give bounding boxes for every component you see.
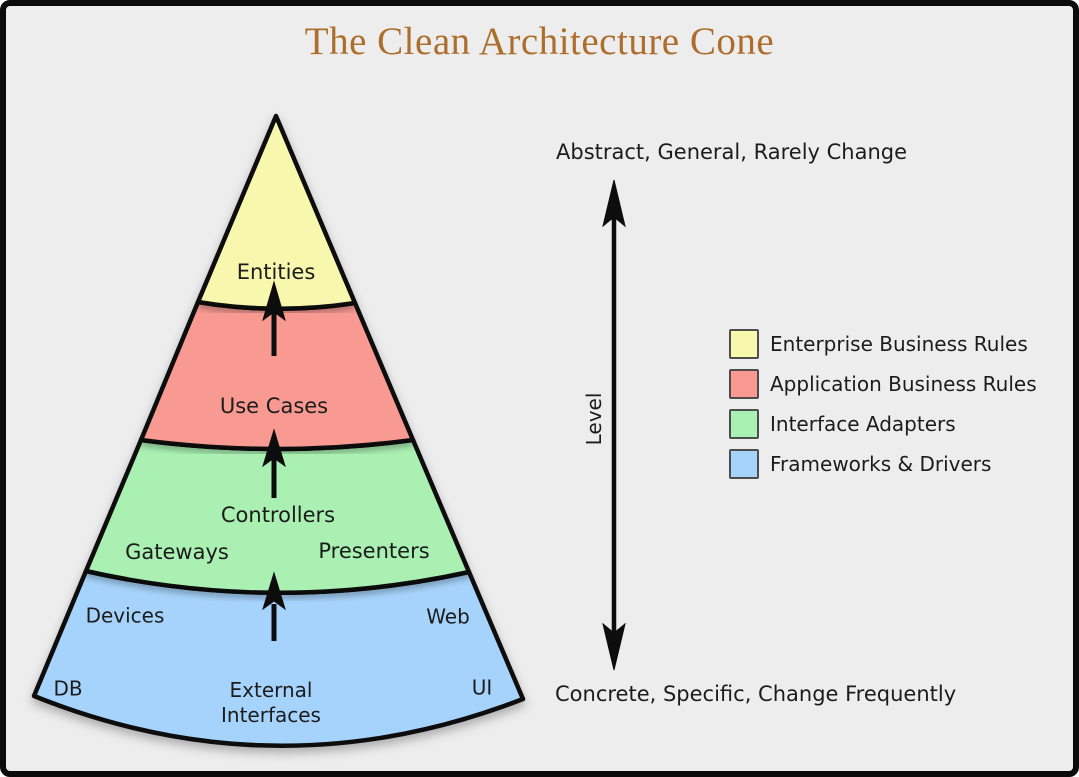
page-title: The Clean Architecture Cone	[304, 20, 775, 63]
axis-caption-abstract: Abstract, General, Rarely Change	[556, 140, 908, 164]
up-arrow-icon-green-to-red	[262, 428, 286, 498]
label-controllers: Controllers	[220, 502, 336, 527]
legend-swatch-yellow	[729, 329, 759, 359]
up-arrow-icon-red-to-yellow	[262, 280, 286, 356]
label-web: Web	[426, 604, 470, 629]
legend-label: Enterprise Business Rules	[770, 332, 1028, 356]
label-ui: UI	[471, 675, 493, 700]
label-presenters: Presenters	[318, 538, 430, 563]
label-external-interfaces: External Interfaces	[221, 678, 321, 727]
legend-label: Interface Adapters	[770, 412, 956, 436]
layer-shape-application-business-rules	[138, 299, 416, 452]
level-axis-double-arrow-icon	[602, 179, 626, 671]
cone-figure	[31, 113, 626, 748]
legend-swatch-red	[729, 369, 759, 399]
legend-label: Application Business Rules	[770, 372, 1037, 396]
legend-item-enterprise-business-rules: Enterprise Business Rules	[729, 329, 1037, 359]
legend: Enterprise Business Rules Application Bu…	[729, 329, 1037, 489]
legend-item-frameworks-drivers: Frameworks & Drivers	[729, 449, 1037, 479]
label-devices: Devices	[85, 603, 165, 628]
axis-caption-concrete: Concrete, Specific, Change Frequently	[555, 682, 957, 706]
label-gateways: Gateways	[125, 539, 229, 564]
legend-item-application-business-rules: Application Business Rules	[729, 369, 1037, 399]
legend-item-interface-adapters: Interface Adapters	[729, 409, 1037, 439]
legend-swatch-blue	[729, 449, 759, 479]
up-arrow-icon-blue-to-green	[262, 571, 286, 641]
label-db: DB	[53, 676, 83, 701]
legend-swatch-green	[729, 409, 759, 439]
axis-label-level: Level	[582, 392, 606, 446]
label-entities: Entities	[236, 259, 316, 284]
label-use-cases: Use Cases	[219, 393, 329, 418]
legend-label: Frameworks & Drivers	[770, 452, 992, 476]
